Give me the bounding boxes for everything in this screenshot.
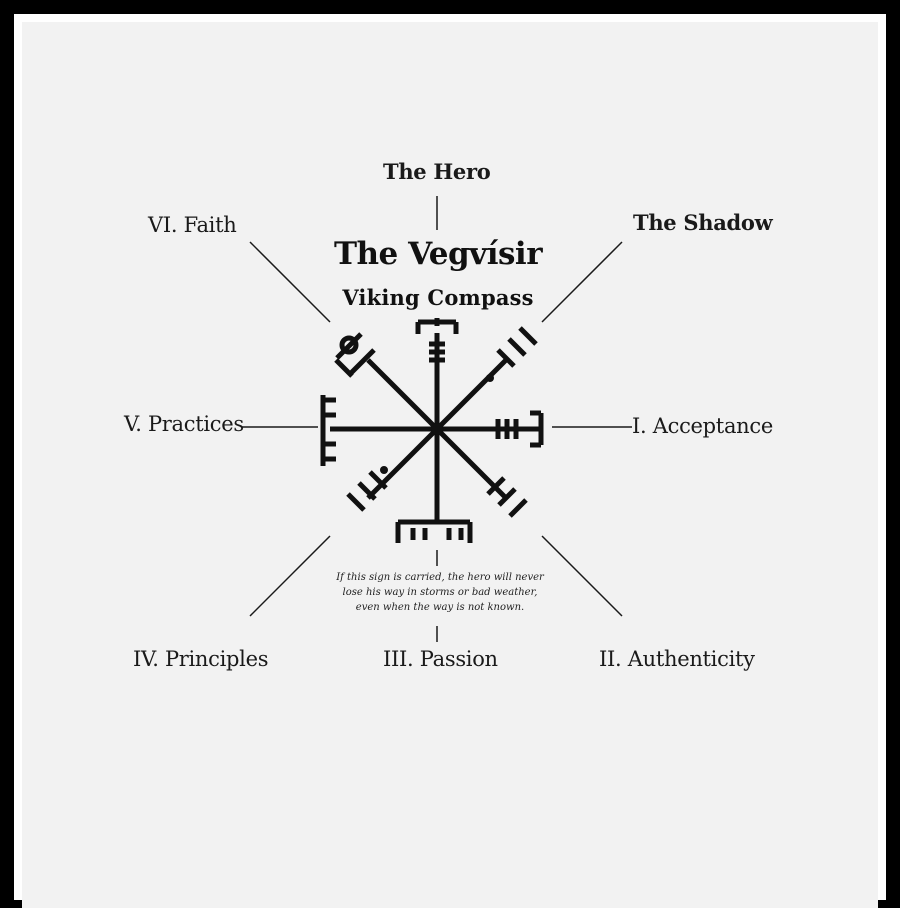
- stave-bottom-left: [346, 466, 388, 512]
- canvas: [22, 22, 878, 908]
- label-principles: IV. Principles: [133, 647, 269, 671]
- label-faith: VI. Faith: [148, 213, 237, 237]
- diagram-subtitle: Viking Compass: [342, 285, 534, 310]
- connector-bottom-left: [249, 535, 331, 617]
- stave-top-left: [334, 332, 376, 378]
- label-acceptance: I. Acceptance: [632, 414, 773, 438]
- stave-bottom-right: [486, 476, 528, 518]
- connector-bottom-right: [541, 535, 623, 617]
- connector-lines: [242, 196, 632, 642]
- outer-frame: [14, 14, 886, 908]
- stave-bottom: [395, 519, 473, 543]
- label-practices: V. Practices: [124, 412, 244, 436]
- stave-left: [320, 395, 336, 466]
- label-authenticity: II. Authenticity: [599, 647, 755, 671]
- diagram-title: The Vegvísir: [333, 236, 543, 272]
- stave-right: [495, 410, 544, 448]
- label-the-hero: The Hero: [383, 159, 491, 184]
- stave-top-right: [486, 326, 538, 382]
- quote-line-1: If this sign is carried, the hero will n…: [336, 572, 544, 583]
- stave-top: [415, 318, 459, 363]
- connector-top-right: [541, 241, 623, 323]
- connector-top-left: [249, 241, 331, 323]
- compass-symbol: [320, 318, 544, 543]
- label-the-shadow: The Shadow: [633, 210, 773, 235]
- label-passion: III. Passion: [383, 647, 498, 671]
- quote-line-2: lose his way in storms or bad weather,: [342, 587, 538, 598]
- quote-line-3: even when the way is not known.: [355, 602, 525, 613]
